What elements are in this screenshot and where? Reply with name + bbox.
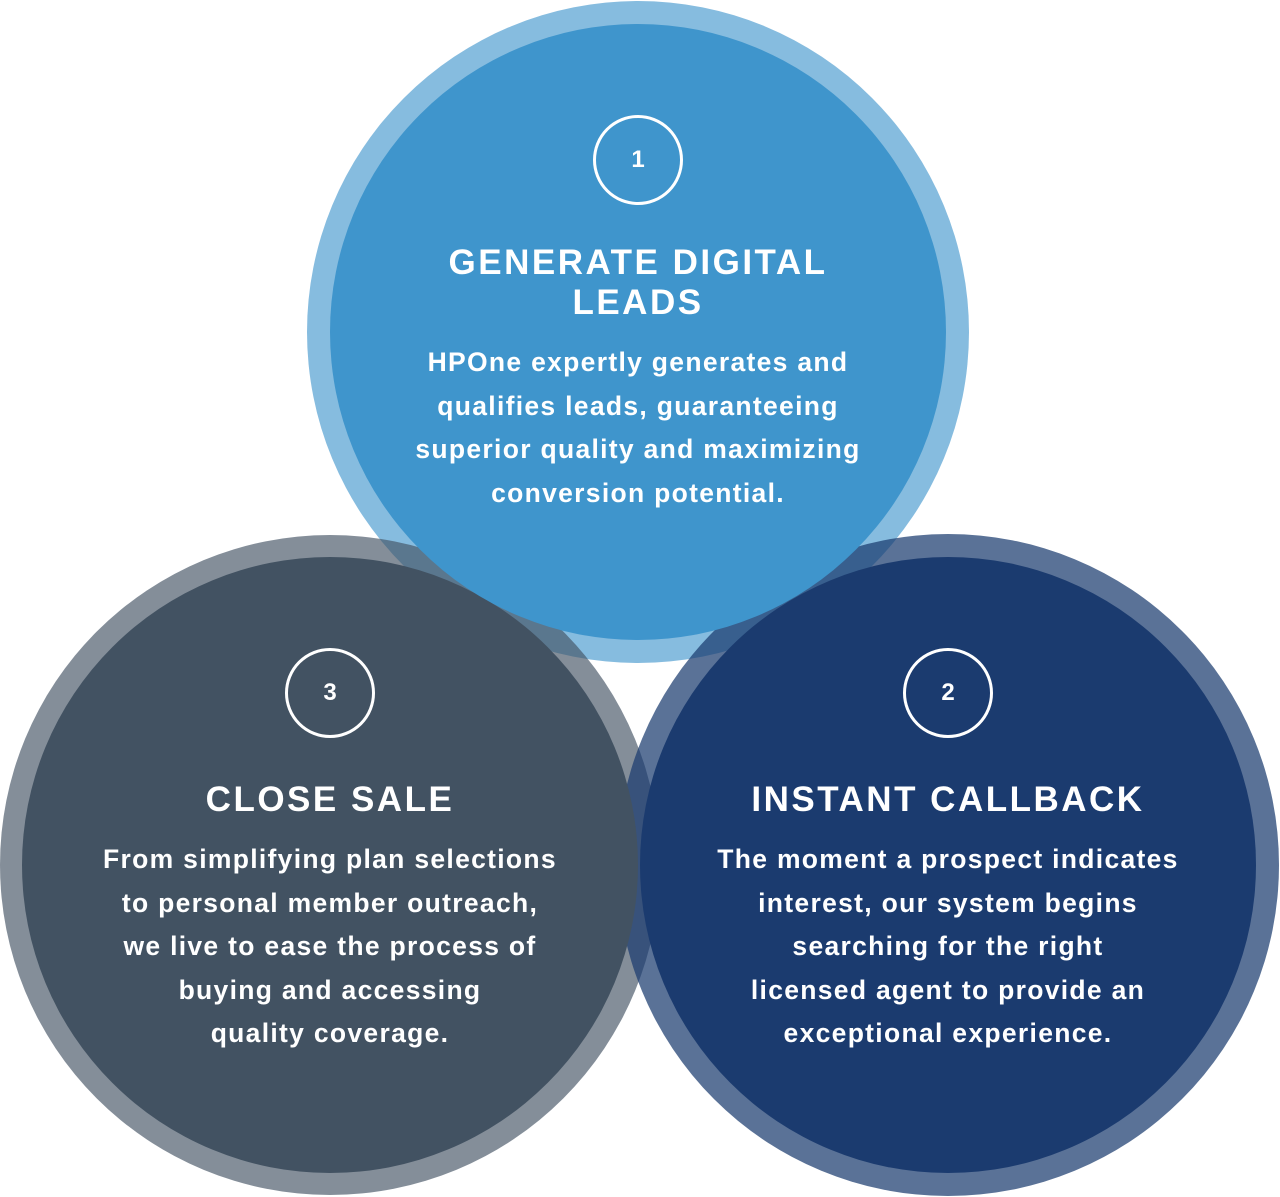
step1-circle xyxy=(330,24,946,640)
step-3: 3 CLOSE SALE From simplifying plan selec… xyxy=(70,648,590,1056)
step-number-badge: 3 xyxy=(285,648,375,738)
step-2: 2 INSTANT CALLBACK The moment a prospect… xyxy=(688,648,1208,1056)
step-description: HPOne expertly generates and qualifies l… xyxy=(415,347,861,508)
step-title: INSTANT CALLBACK xyxy=(751,780,1145,819)
step2-circle xyxy=(640,557,1256,1173)
step-number-badge: 2 xyxy=(903,648,993,738)
step-number-badge: 1 xyxy=(593,115,683,205)
step-description: From simplifying plan selections to pers… xyxy=(103,844,557,1048)
step3-circle xyxy=(22,557,638,1173)
step-description: The moment a prospect indicates interest… xyxy=(717,844,1179,1048)
step-title: CLOSE SALE xyxy=(205,780,455,819)
step-title: GENERATE DIGITAL LEADS xyxy=(448,243,828,322)
step-1: 1 GENERATE DIGITAL LEADS HPOne expertly … xyxy=(378,115,898,515)
